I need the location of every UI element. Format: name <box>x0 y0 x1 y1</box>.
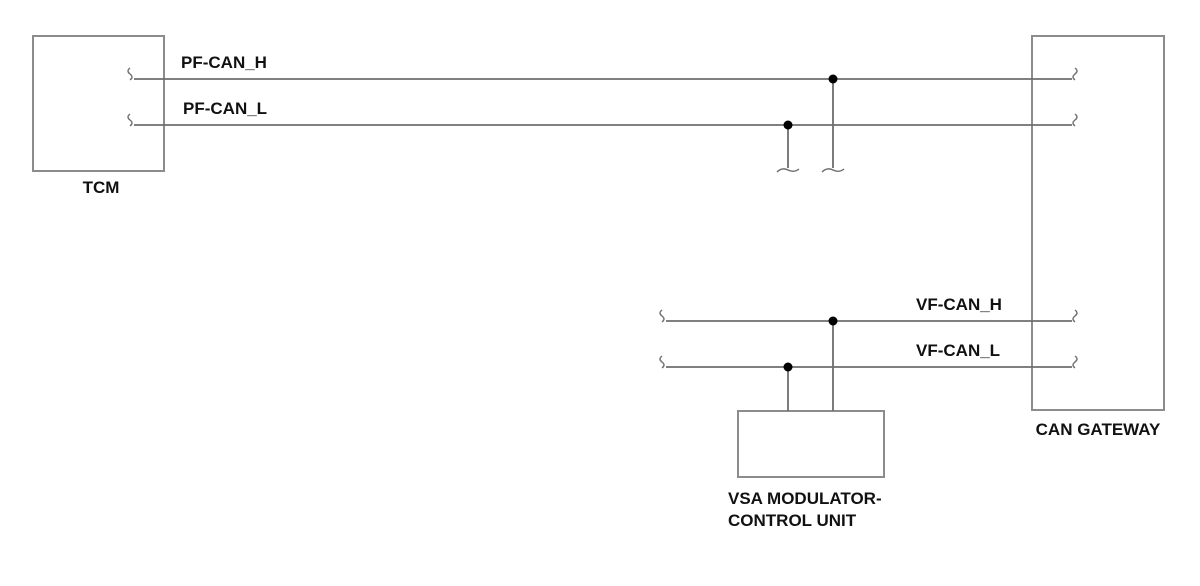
vf-can-l-splice-node <box>783 362 793 372</box>
can-gateway-label: CAN GATEWAY <box>1036 420 1161 439</box>
vf-can-l-label: VF-CAN_L <box>916 341 1000 360</box>
vsa-unit-label-line2: CONTROL UNIT <box>728 511 857 530</box>
pf-can-h-label: PF-CAN_H <box>181 53 267 72</box>
pf-can-h-branch-connector-symbol <box>821 168 845 173</box>
pf-can-h-tcm-connector-symbol <box>127 67 133 81</box>
pf-can-l-splice-node <box>783 120 793 130</box>
vf-can-h-gateway-connector-symbol <box>1072 309 1078 323</box>
vf-can-h-label: VF-CAN_H <box>916 295 1002 314</box>
vf-can-l-gateway-connector-symbol <box>1072 355 1078 369</box>
pf-can-l-branch-connector-symbol <box>776 168 800 173</box>
vf-can-l-left-connector-symbol <box>659 355 665 369</box>
pf-can-l-gateway-connector-symbol <box>1072 113 1078 127</box>
tcm-box <box>32 35 165 172</box>
pf-can-l-tcm-connector-symbol <box>127 113 133 127</box>
pf-can-h-splice-node <box>828 74 838 84</box>
vsa-modulator-control-unit-box <box>737 410 885 478</box>
vf-can-h-splice-node <box>828 316 838 326</box>
tcm-label: TCM <box>83 178 120 197</box>
vsa-unit-label-line1: VSA MODULATOR- <box>728 489 882 508</box>
can-gateway-box <box>1031 35 1165 411</box>
pf-can-l-label: PF-CAN_L <box>183 99 267 118</box>
vf-can-h-left-connector-symbol <box>659 309 665 323</box>
pf-can-h-gateway-connector-symbol <box>1072 67 1078 81</box>
